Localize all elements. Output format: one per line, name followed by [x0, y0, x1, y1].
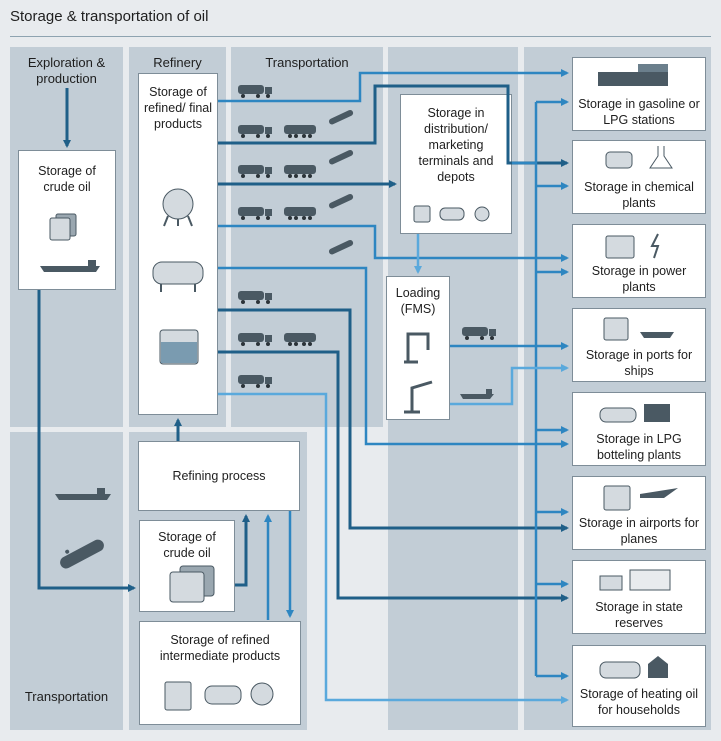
- refined-final-label: Storage of refined/ final products: [143, 85, 213, 131]
- loading-ship-to-ports: [450, 364, 569, 406]
- state-reserve-icon: [599, 569, 671, 591]
- storage-tank-icon: [164, 681, 192, 711]
- destination-label: Storage in gasoline or LPG stations: [578, 97, 700, 127]
- gas-station-icon: [598, 64, 668, 86]
- line-to-lpg: [218, 266, 569, 448]
- horizontal-tank-icon: [152, 261, 204, 292]
- destination-label: Storage in airports for planes: [578, 516, 700, 546]
- refining-process-label: Refining process: [172, 469, 266, 483]
- rail-tank-car-icon: [284, 333, 316, 346]
- tanker-ship-icon: [55, 488, 111, 500]
- destination-label: Storage in power plants: [591, 264, 687, 294]
- tanker-ship-icon: [460, 389, 494, 399]
- truck-icon: [238, 207, 272, 220]
- pipeline-icon: [328, 149, 354, 165]
- crude-storage-top-label: Storage of crude oil: [38, 164, 96, 194]
- truck-icon: [238, 125, 272, 138]
- heating-oil-house-icon: [599, 656, 668, 679]
- loading-box: Loading (FMS): [386, 276, 450, 420]
- page-title: Storage & transportation of oil: [10, 8, 209, 25]
- destination-label: Storage of heating oil for households: [579, 687, 699, 717]
- loading-arm-icon: [404, 332, 430, 364]
- crude-to-refining-arrow: [235, 514, 250, 587]
- refinery-header: Refinery: [153, 55, 202, 70]
- crude-transport-arrow: [37, 290, 136, 592]
- loading-label: Loading (FMS): [395, 286, 441, 316]
- pipeline-icon: [328, 109, 354, 125]
- truck-icon: [238, 291, 272, 304]
- spherical-tank-icon: [474, 206, 490, 222]
- exploration-header: Exploration & production: [27, 55, 106, 86]
- loading-arm-icon: [404, 380, 433, 414]
- tanker-ship-icon: [40, 260, 100, 272]
- line-to-power: [218, 224, 569, 262]
- transportation-header: Transportation: [265, 55, 349, 70]
- destination-airports: Storage in airports for planes: [572, 476, 706, 550]
- storage-tank-icon: [413, 205, 431, 223]
- rail-tank-car-icon: [284, 207, 316, 220]
- pipeline-icon: [328, 193, 354, 209]
- line-to-gasoline: [218, 69, 569, 103]
- storage-tank-icon: [49, 213, 77, 241]
- power-plant-icon: [605, 233, 660, 259]
- port-icon: [603, 317, 674, 341]
- truck-icon: [462, 327, 496, 340]
- destination-power-plants: Storage in power plants: [572, 224, 706, 298]
- storage-tank-icon: [159, 329, 199, 365]
- destination-ports: Storage in ports for ships: [572, 308, 706, 382]
- truck-icon: [238, 165, 272, 178]
- refining-process-box: Refining process: [138, 441, 300, 511]
- truck-icon: [238, 375, 272, 388]
- destination-label: Storage in state reserves: [595, 600, 683, 630]
- truck-icon: [238, 333, 272, 346]
- horizontal-tank-icon: [439, 207, 465, 221]
- storage-tank-icon: [169, 565, 215, 603]
- line-to-households: [218, 392, 569, 704]
- truck-icon: [238, 85, 272, 98]
- airport-icon: [603, 485, 678, 511]
- distribution-label: Storage in distribution/ marketing termi…: [418, 106, 494, 184]
- transportation-bottom-header: Transportation: [24, 689, 109, 704]
- line-to-reserves: [218, 350, 569, 602]
- pipeline-icon: [328, 239, 354, 255]
- refined-intermediate-label: Storage of refined intermediate products: [159, 633, 281, 663]
- lpg-plant-icon: [599, 404, 670, 423]
- rail-tank-car-icon: [284, 125, 316, 138]
- spherical-tank-icon: [162, 188, 194, 227]
- destination-label: Storage in chemical plants: [584, 180, 694, 210]
- pipeline-icon: [60, 539, 104, 569]
- transportation-bottom-panel: [10, 432, 123, 730]
- destination-households: Storage of heating oil for households: [572, 645, 706, 727]
- line-to-airports: [218, 308, 569, 532]
- destination-label: Storage in ports for ships: [585, 348, 693, 378]
- line-to-chemical: [218, 84, 569, 167]
- transportation-panel: [231, 47, 383, 427]
- chemical-flask-icon: [605, 146, 673, 169]
- destination-chemical-plants: Storage in chemical plants: [572, 140, 706, 214]
- horizontal-tank-icon: [204, 685, 242, 705]
- spherical-tank-icon: [250, 682, 274, 706]
- destination-label: Storage in LPG botteling plants: [596, 432, 682, 462]
- title-divider: [10, 36, 711, 37]
- crude-storage-bottom-label: Storage of crude oil: [158, 530, 216, 560]
- rail-tank-car-icon: [284, 165, 316, 178]
- destination-lpg-plants: Storage in LPG botteling plants: [572, 392, 706, 466]
